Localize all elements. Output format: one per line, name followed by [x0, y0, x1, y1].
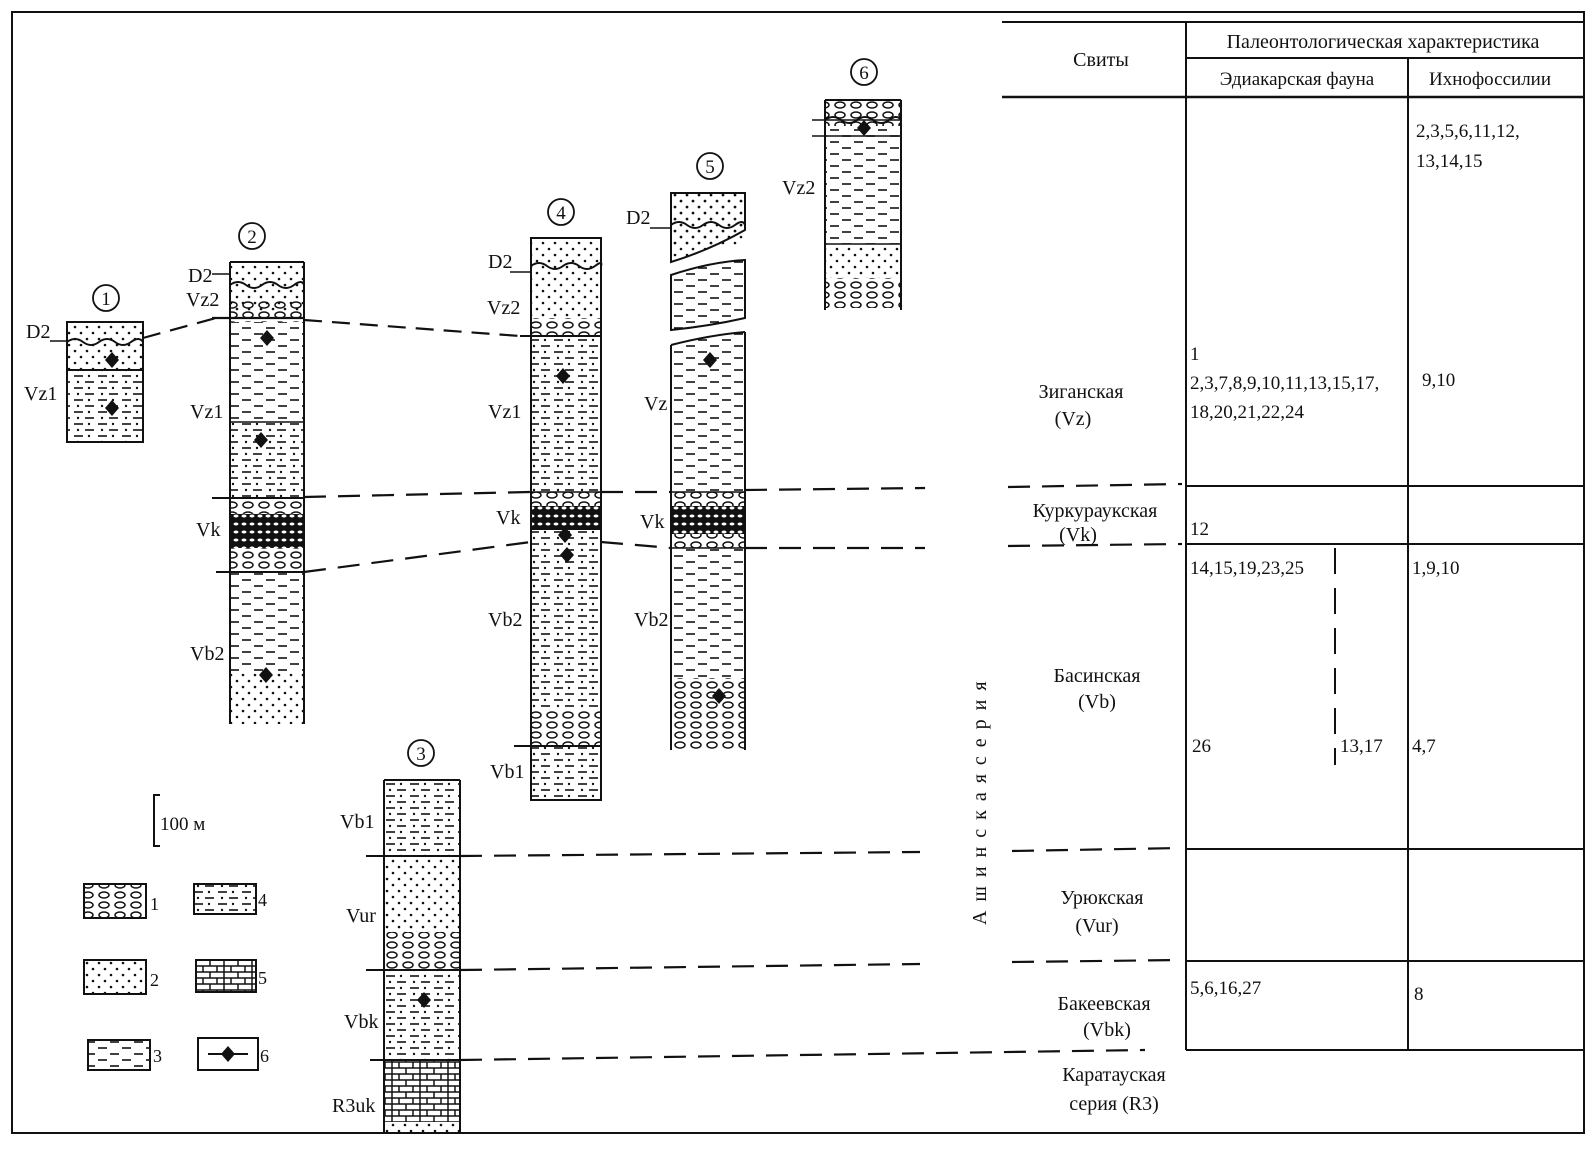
svg-text:4,7: 4,7	[1412, 736, 1436, 757]
svg-text:Vb1: Vb1	[340, 811, 374, 833]
svg-text:Бакеевская: Бакеевская	[1057, 993, 1150, 1015]
svg-text:9,10: 9,10	[1422, 370, 1455, 391]
column-5	[671, 193, 745, 750]
svg-text:Vz1: Vz1	[190, 401, 223, 423]
svg-text:26: 26	[1192, 736, 1211, 757]
scale-label: 100 м	[160, 814, 205, 835]
column-3	[366, 780, 460, 1134]
svg-text:серия (R3): серия (R3)	[1069, 1093, 1159, 1115]
legend: 1 2 3 4 5 6	[84, 884, 269, 1070]
series-label: А ш и н с к а я с е р и я	[969, 679, 991, 925]
svg-text:5: 5	[258, 968, 267, 988]
scale-bar: 100 м	[154, 795, 205, 846]
svg-text:Куркураукская: Куркураукская	[1033, 500, 1158, 522]
svg-text:D2: D2	[188, 265, 212, 287]
svg-text:Vb2: Vb2	[488, 609, 522, 631]
svg-text:2,3,5,6,11,12,: 2,3,5,6,11,12,	[1416, 121, 1520, 142]
col-num-1: 1	[101, 289, 111, 310]
svg-text:3: 3	[153, 1046, 162, 1066]
col-num-3: 3	[416, 744, 426, 765]
svg-text:(Vb): (Vb)	[1078, 691, 1116, 713]
svg-text:Vk: Vk	[196, 519, 220, 541]
svg-text:6: 6	[260, 1046, 269, 1066]
svg-text:Vb2: Vb2	[190, 643, 224, 665]
svg-text:D2: D2	[488, 251, 512, 273]
svg-text:12: 12	[1190, 519, 1209, 540]
svg-text:Басинская: Басинская	[1053, 665, 1140, 687]
svg-text:13,14,15: 13,14,15	[1416, 151, 1483, 172]
header-ichno: Ихнофоссилии	[1429, 69, 1551, 90]
svg-text:Vk: Vk	[496, 507, 520, 529]
column-4	[514, 238, 601, 800]
svg-text:Vk: Vk	[640, 511, 664, 533]
svg-text:(Vk): (Vk)	[1059, 524, 1097, 546]
svg-text:Каратауская: Каратауская	[1062, 1064, 1166, 1086]
svg-text:18,20,21,22,24: 18,20,21,22,24	[1190, 402, 1305, 423]
col-num-2: 2	[247, 227, 257, 248]
header-ediacaran: Эдиакарская фауна	[1220, 69, 1375, 90]
svg-text:Vbk: Vbk	[344, 1011, 378, 1033]
column-2	[212, 262, 304, 724]
svg-text:(Vbk): (Vbk)	[1083, 1019, 1131, 1041]
svg-text:Vz1: Vz1	[488, 401, 521, 423]
svg-text:R3uk: R3uk	[332, 1095, 375, 1117]
svg-text:14,15,19,23,25: 14,15,19,23,25	[1190, 558, 1304, 579]
svg-text:Vb2: Vb2	[634, 609, 668, 631]
svg-text:D2: D2	[626, 207, 650, 229]
label-D2: D2	[26, 321, 50, 343]
paleo-table: Свиты Палеонтологическая характеристика …	[969, 22, 1584, 1115]
svg-text:5,6,16,27: 5,6,16,27	[1190, 978, 1261, 999]
svg-text:Vur: Vur	[346, 905, 376, 927]
col-num-4: 4	[556, 203, 566, 224]
svg-text:2,3,7,8,9,10,11,13,15,17,: 2,3,7,8,9,10,11,13,15,17,	[1190, 373, 1379, 394]
svg-text:Vb1: Vb1	[490, 761, 524, 783]
svg-text:Vz2: Vz2	[186, 289, 219, 311]
svg-text:2: 2	[150, 970, 159, 990]
header-formations: Свиты	[1073, 49, 1129, 71]
svg-text:(Vz): (Vz)	[1055, 408, 1092, 430]
col-num-6: 6	[859, 63, 869, 84]
header-paleo: Палеонтологическая характеристика	[1227, 31, 1540, 53]
column-6	[812, 100, 901, 310]
svg-text:(Vur): (Vur)	[1075, 915, 1118, 937]
svg-text:Урюкская: Урюкская	[1061, 887, 1144, 909]
svg-text:Vz2: Vz2	[782, 177, 815, 199]
svg-text:Vz: Vz	[644, 393, 667, 415]
column-1	[67, 322, 143, 442]
svg-text:1: 1	[150, 894, 159, 914]
svg-text:8: 8	[1414, 984, 1424, 1005]
svg-text:Зиганская: Зиганская	[1039, 381, 1124, 403]
svg-text:1,9,10: 1,9,10	[1412, 558, 1460, 579]
svg-text:Vz2: Vz2	[487, 297, 520, 319]
svg-text:1: 1	[1190, 344, 1200, 365]
svg-text:13,17: 13,17	[1340, 736, 1383, 757]
label-Vz1: Vz1	[24, 383, 57, 405]
svg-text:4: 4	[258, 890, 267, 910]
col-num-5: 5	[705, 157, 715, 178]
